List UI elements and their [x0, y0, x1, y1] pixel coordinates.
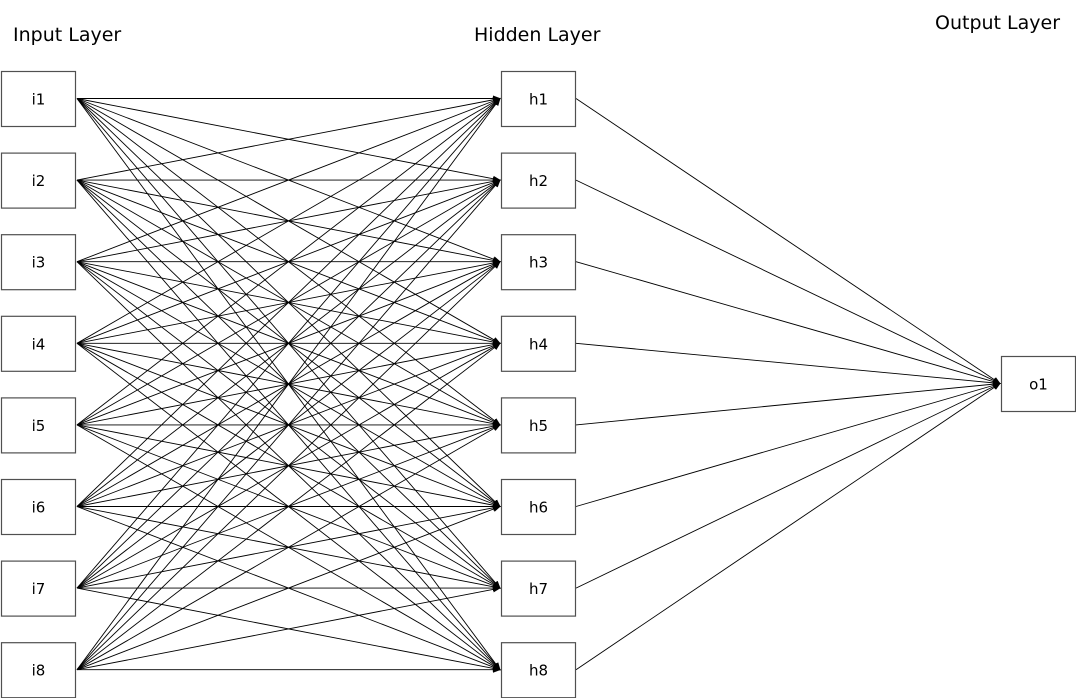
hidden-node-label: h4 — [529, 335, 548, 353]
input-node-label: i6 — [32, 499, 46, 517]
input-node-box — [0, 560, 77, 617]
edge-i8-h6 — [76, 506, 501, 671]
hidden-node-box — [500, 560, 577, 617]
input-node-box — [0, 152, 77, 209]
hidden-node-box — [500, 397, 577, 454]
input-node-i5: i5 — [0, 397, 77, 454]
input-node-box — [0, 234, 77, 291]
edge-i8-h1 — [76, 97, 501, 670]
hidden-node-box — [500, 70, 577, 128]
edge-i5-h1 — [76, 97, 501, 426]
input-node-label: i4 — [32, 335, 46, 353]
output-layer-title: Output Layer — [935, 12, 1060, 34]
input-node-label: i5 — [32, 417, 46, 435]
hidden-node-label: h8 — [529, 662, 548, 680]
edge-h6-o1 — [575, 382, 1001, 507]
edge-h7-o1 — [575, 383, 1001, 589]
output-node-o1: o1 — [1000, 355, 1076, 413]
hidden-node-label: h6 — [529, 499, 548, 517]
edge-i2-h1 — [76, 96, 501, 181]
network-nodes: i1 i2 i3 i4 i5 i6 i7 i8 h1 h2 h3 h4 h5 h6 h7 h8 o1 — [0, 70, 1076, 698]
edge-h2-o1 — [575, 179, 1001, 384]
edge-h3-o1 — [575, 261, 1001, 385]
input-node-label: i8 — [32, 662, 46, 680]
hidden-node-box — [500, 234, 577, 291]
input-node-label: i1 — [32, 91, 46, 109]
input-node-box — [0, 397, 77, 454]
hidden-layer-title: Hidden Layer — [474, 24, 601, 46]
input-node-label: i3 — [32, 254, 46, 272]
hidden-node-box — [500, 315, 577, 372]
hidden-node-box — [500, 152, 577, 209]
input-node-label: i2 — [32, 172, 46, 190]
hidden-node-h8: h8 — [500, 642, 577, 698]
hidden-node-h5: h5 — [500, 397, 577, 454]
edge-h1-o1 — [575, 98, 1001, 385]
hidden-node-h6: h6 — [500, 478, 577, 536]
edge-i8-h2 — [76, 179, 501, 670]
hidden-node-h1: h1 — [500, 70, 577, 128]
edge-i8-h3 — [76, 261, 501, 671]
input-layer-title: Input Layer — [13, 24, 121, 46]
input-node-i6: i6 — [0, 478, 77, 536]
input-node-box — [0, 642, 77, 698]
edge-h8-o1 — [575, 382, 1001, 671]
edge-h5-o1 — [575, 381, 1001, 426]
input-node-i2: i2 — [0, 152, 77, 209]
input-node-label: i7 — [32, 580, 46, 598]
input-node-box — [0, 70, 77, 128]
hidden-node-label: h3 — [529, 254, 548, 272]
output-node-label: o1 — [1029, 376, 1048, 394]
connection-lines — [76, 95, 1001, 673]
input-node-i8: i8 — [0, 642, 77, 698]
hidden-node-label: h5 — [529, 417, 548, 435]
hidden-node-label: h7 — [529, 580, 548, 598]
hidden-node-box — [500, 642, 577, 698]
edge-i8-h4 — [76, 342, 501, 671]
edge-i7-h1 — [76, 97, 501, 589]
output-node-box — [1000, 355, 1076, 413]
hidden-node-box — [500, 478, 577, 536]
hidden-node-h4: h4 — [500, 315, 577, 372]
hidden-node-h2: h2 — [500, 152, 577, 209]
input-node-box — [0, 315, 77, 372]
edge-i3-h1 — [76, 98, 501, 263]
input-node-box — [0, 478, 77, 536]
hidden-node-h7: h7 — [500, 560, 577, 617]
edge-h4-o1 — [575, 342, 1001, 386]
edge-i4-h1 — [76, 97, 501, 344]
input-node-i1: i1 — [0, 70, 77, 128]
input-node-i7: i7 — [0, 560, 77, 617]
input-node-i3: i3 — [0, 234, 77, 291]
edge-i8-h5 — [76, 424, 501, 671]
hidden-node-label: h2 — [529, 172, 548, 190]
hidden-node-label: h1 — [529, 91, 548, 109]
edge-i6-h1 — [76, 97, 501, 507]
edge-i8-h7 — [76, 586, 501, 671]
input-node-i4: i4 — [0, 315, 77, 372]
hidden-node-h3: h3 — [500, 234, 577, 291]
